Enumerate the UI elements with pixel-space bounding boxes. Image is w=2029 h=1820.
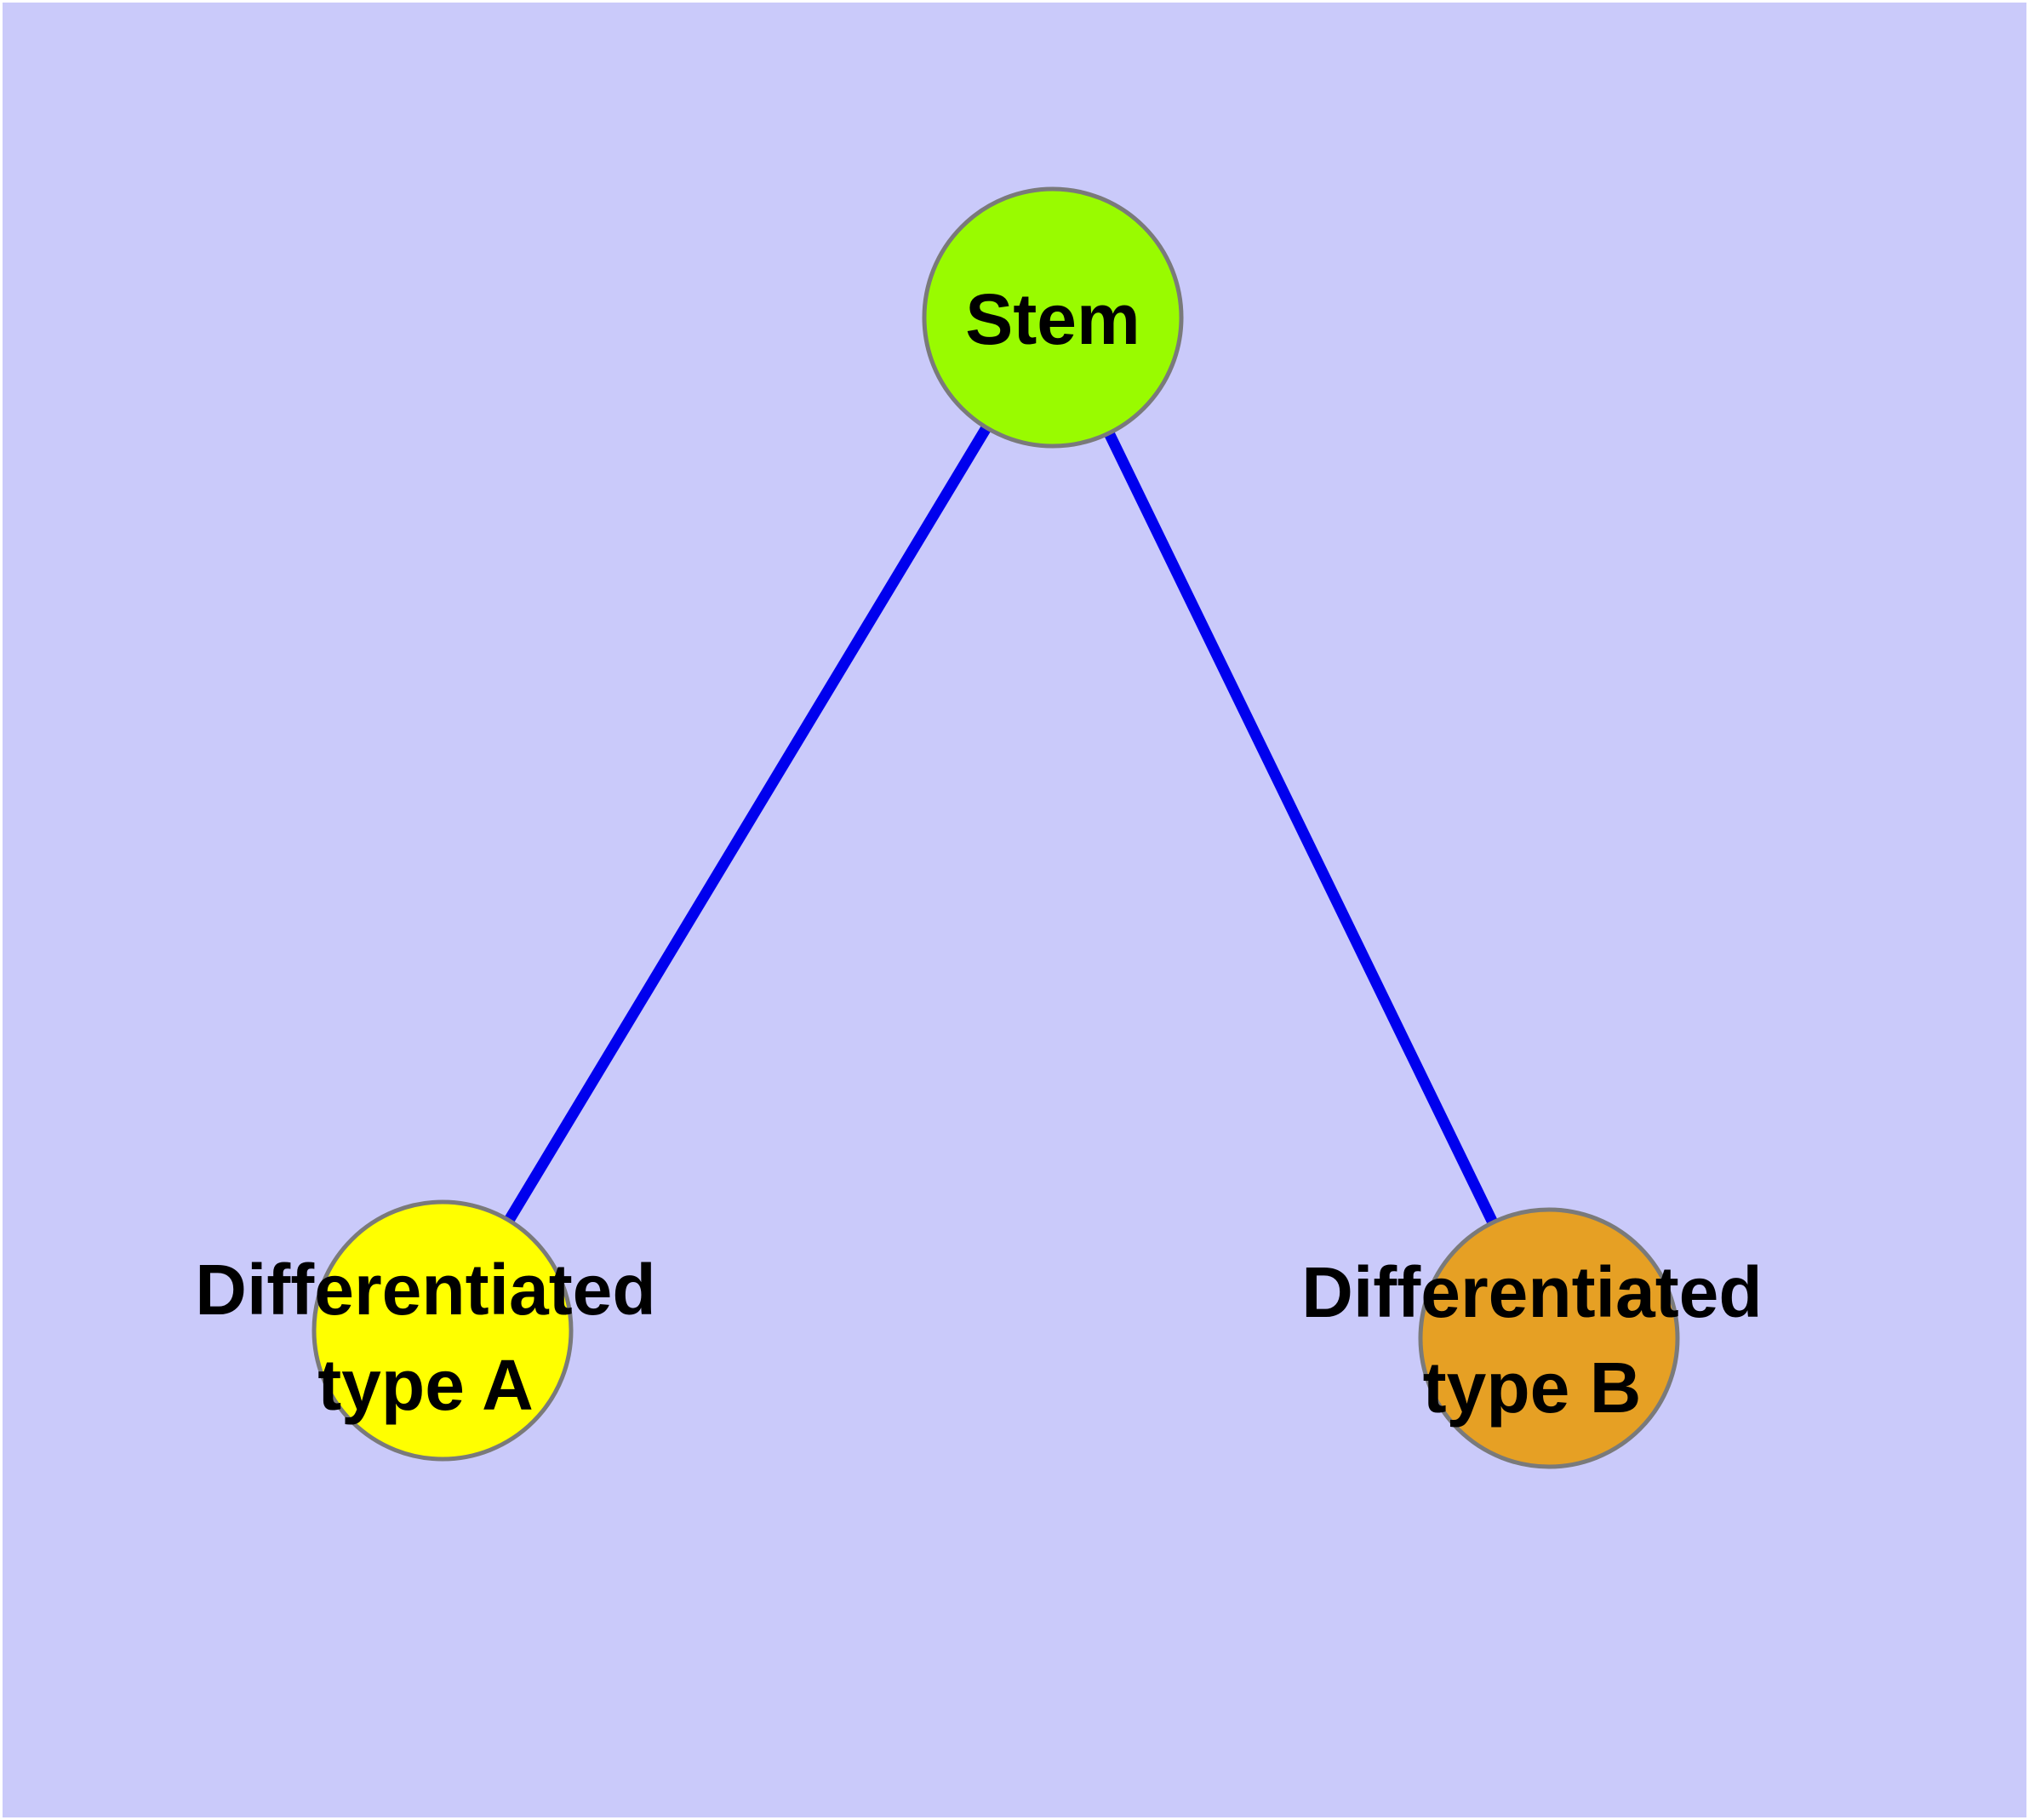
- label-line: type B: [1422, 1348, 1642, 1428]
- node-label-differentiated-type-a: Differentiated type A: [195, 1242, 655, 1433]
- edge-stem-to-type-b: [1048, 315, 1554, 1341]
- node-stem-circle: [922, 186, 1184, 449]
- edge-stem-to-type-a: [437, 314, 1058, 1334]
- label-line: type A: [317, 1345, 534, 1425]
- label-line: Differentiated: [1301, 1252, 1763, 1332]
- label-line: Stem: [965, 279, 1140, 359]
- label-line: Differentiated: [195, 1250, 656, 1330]
- node-label-stem: Stem: [965, 272, 1140, 367]
- node-label-differentiated-type-b: Differentiated type B: [1301, 1245, 1762, 1435]
- node-differentiated-type-a-circle: [311, 1199, 574, 1462]
- node-differentiated-type-b-circle: [1418, 1207, 1680, 1469]
